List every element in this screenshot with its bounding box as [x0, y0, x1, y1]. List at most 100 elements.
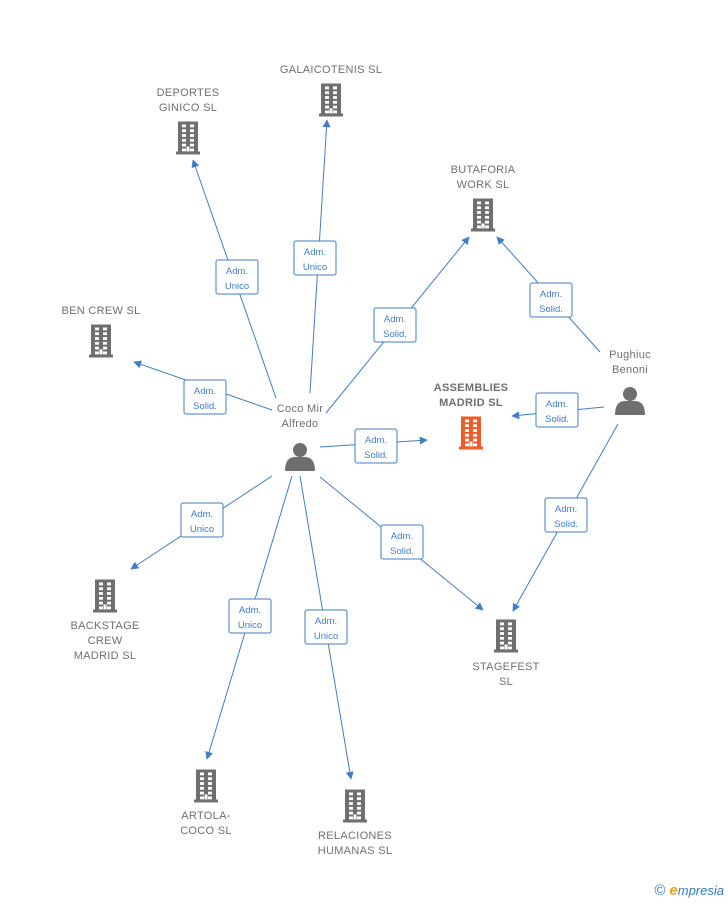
role-label-border — [304, 609, 348, 645]
company-node-stagefest[interactable]: STAGEFEST SL — [472, 619, 539, 689]
nodes-layer: GALAICOTENIS SL DEPORTES GINICO SL BUTAFORI… — [61, 64, 651, 858]
role-label-line: Adm. — [194, 386, 216, 397]
edge-pughiuc-to-butaforia: Adm. Solid. — [496, 236, 601, 353]
role-label-line: Unico — [303, 262, 327, 273]
role-label-line: Adm. — [546, 399, 568, 410]
node-label: ARTOLA- — [181, 810, 230, 822]
role-label-line: Solid. — [193, 401, 217, 412]
role-label-line: Solid. — [539, 304, 563, 315]
node-label: MADRID SL — [74, 650, 137, 662]
company-node-backstage[interactable]: BACKSTAGE CREW MADRID SL — [70, 579, 139, 663]
building-icon — [459, 416, 483, 450]
company-node-bencrew[interactable]: BEN CREW SL — [61, 305, 140, 358]
building-icon — [471, 198, 495, 232]
node-label: CREW — [88, 635, 123, 647]
building-icon — [93, 579, 117, 613]
company-node-butaforia[interactable]: BUTAFORIA WORK SL — [451, 164, 516, 232]
edge-coco-to-butaforia: Adm. Solid. — [325, 236, 470, 414]
role-label-box[interactable]: Adm. Solid. — [535, 392, 579, 428]
role-label-line: Solid. — [554, 519, 578, 530]
role-label-line: Solid. — [364, 450, 388, 461]
role-label-line: Adm. — [540, 289, 562, 300]
person-icon — [285, 443, 315, 471]
node-label: Benoni — [612, 364, 648, 376]
company-node-assemblies[interactable]: ASSEMBLIES MADRID SL — [434, 382, 509, 450]
edge-coco-to-backstage: Adm. Unico — [130, 475, 273, 570]
edge-coco-to-relaciones: Adm.Unico — [299, 475, 354, 780]
role-label-box[interactable]: Adm. Solid. — [183, 379, 227, 415]
node-label: DEPORTES — [157, 87, 220, 99]
copyright-icon: © — [654, 882, 666, 899]
edge-coco-to-bencrew: Adm. Solid. — [133, 360, 273, 415]
node-label: ASSEMBLIES — [434, 382, 509, 394]
role-label-line: Solid. — [383, 329, 407, 340]
building-icon — [343, 789, 367, 823]
role-label-line: Adm. — [239, 605, 261, 616]
edge-pughiuc-to-stagefest: Adm. Solid. — [512, 423, 619, 612]
role-label-line: Adm. — [226, 266, 248, 277]
role-label-border — [373, 307, 417, 343]
person-icon — [615, 387, 645, 415]
edge-coco-to-assemblies: Adm. Solid. — [319, 428, 428, 464]
role-label-line: Unico — [238, 620, 262, 631]
role-label-border — [293, 240, 337, 276]
role-label-line: Adm. — [191, 509, 213, 520]
role-label-box[interactable]: Adm. Solid. — [354, 428, 398, 464]
company-node-deportes[interactable]: DEPORTES GINICO SL — [157, 87, 220, 155]
company-node-galaicotenis[interactable]: GALAICOTENIS SL — [280, 64, 382, 117]
edge-coco-to-stagefest: Adm. Solid. — [319, 476, 484, 611]
node-label: COCO SL — [180, 825, 232, 837]
node-label: HUMANAS SL — [318, 845, 393, 857]
role-label-line: Adm. — [391, 531, 413, 542]
role-label-box[interactable]: Adm. Unico — [293, 240, 337, 276]
role-label-line: Adm. — [384, 314, 406, 325]
node-label: Pughiuc — [609, 349, 651, 361]
company-node-artola[interactable]: ARTOLA- COCO SL — [180, 769, 232, 838]
node-label: Alfredo — [282, 418, 319, 430]
node-label: SL — [499, 676, 513, 688]
edge-coco-to-galaicotenis: Adm. Unico — [293, 119, 337, 394]
node-label: GINICO SL — [159, 102, 217, 114]
role-label-box[interactable]: Adm. Solid. — [529, 282, 573, 318]
node-label: RELACIONES — [318, 830, 392, 842]
role-label-line: Solid. — [390, 546, 414, 557]
role-label-line: Unico — [225, 281, 249, 292]
brand-name: mpresia — [677, 883, 724, 898]
role-label-border — [183, 379, 227, 415]
role-label-box[interactable]: Adm.Unico — [304, 609, 348, 645]
node-label: BEN CREW SL — [61, 305, 140, 317]
node-label: BUTAFORIA — [451, 164, 516, 176]
role-label-border — [354, 428, 398, 464]
role-label-line: Unico — [190, 524, 214, 535]
building-icon — [89, 324, 113, 358]
role-label-line: Adm. — [555, 504, 577, 515]
role-label-box[interactable]: Adm. Solid. — [380, 524, 424, 560]
role-label-box[interactable]: Adm. Unico — [228, 598, 272, 634]
node-label: WORK SL — [457, 179, 510, 191]
node-label: BACKSTAGE — [70, 620, 139, 632]
building-icon — [194, 769, 218, 803]
role-label-border — [215, 259, 259, 295]
role-label-box[interactable]: Adm. Solid. — [373, 307, 417, 343]
edge-coco-to-artola: Adm. Unico — [205, 475, 293, 760]
role-label-box[interactable]: Adm. Unico — [215, 259, 259, 295]
node-label: STAGEFEST — [472, 661, 539, 673]
brand-footer: ©empresia — [654, 882, 724, 899]
role-label-line: Adm. — [315, 616, 337, 627]
role-label-line: Solid. — [545, 414, 569, 425]
role-label-box[interactable]: Adm. Solid. — [544, 497, 588, 533]
node-label: MADRID SL — [439, 397, 503, 409]
role-label-border — [544, 497, 588, 533]
edge-pughiuc-to-assemblies: Adm. Solid. — [511, 392, 605, 428]
role-label-border — [180, 502, 224, 538]
building-icon — [494, 619, 518, 653]
role-label-border — [529, 282, 573, 318]
node-label: Coco Mir — [277, 403, 323, 415]
company-node-relaciones[interactable]: RELACIONES HUMANAS SL — [318, 789, 393, 858]
role-label-line: Adm. — [365, 435, 387, 446]
role-label-line: Adm. — [304, 247, 326, 258]
role-label-box[interactable]: Adm. Unico — [180, 502, 224, 538]
